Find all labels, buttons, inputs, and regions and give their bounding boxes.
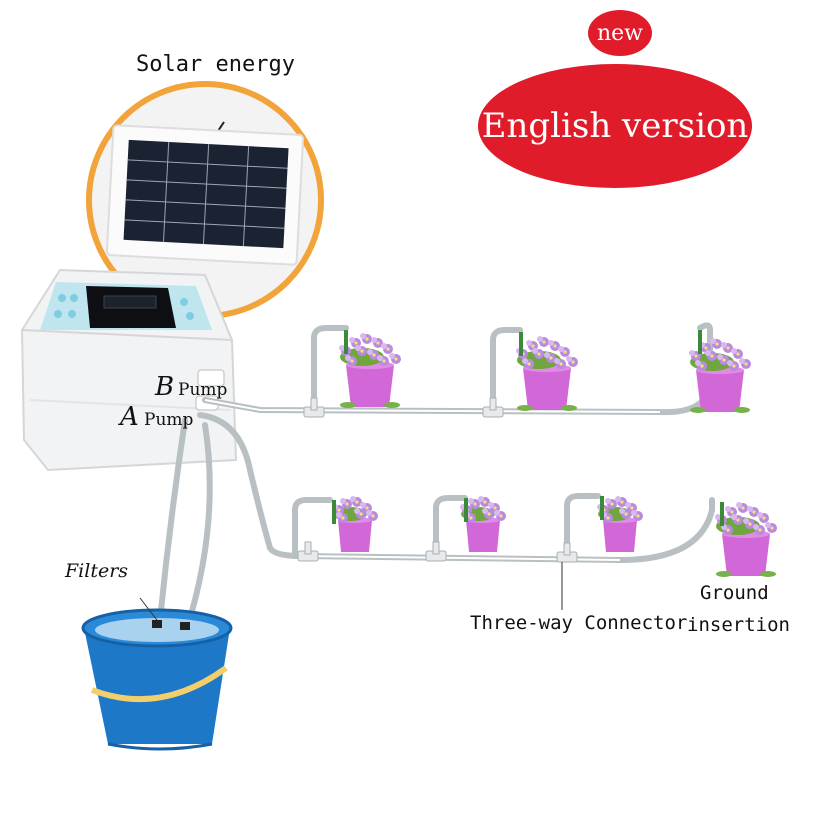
ground-insertion-label-line2: insertion [687,614,790,636]
english-version-badge: English version [478,64,752,188]
three-way-connector-label: Three-way Connector [470,612,688,634]
b-pump-letter: B [155,372,175,402]
water-tubes [157,322,715,628]
water-bucket-icon [81,597,233,751]
ground-insertion-label-line1: Ground [700,582,769,604]
solar-panel-icon [86,81,324,319]
potted-plant-icons [332,330,777,577]
a-pump-letter: A [120,402,139,432]
controller-box-icon [20,268,238,472]
filters-label: Filters [65,560,129,582]
a-pump-label: Pump [144,410,194,430]
new-badge: new [588,10,652,56]
b-pump-label: Pump [178,380,228,400]
solar-energy-label: Solar energy [136,52,295,77]
